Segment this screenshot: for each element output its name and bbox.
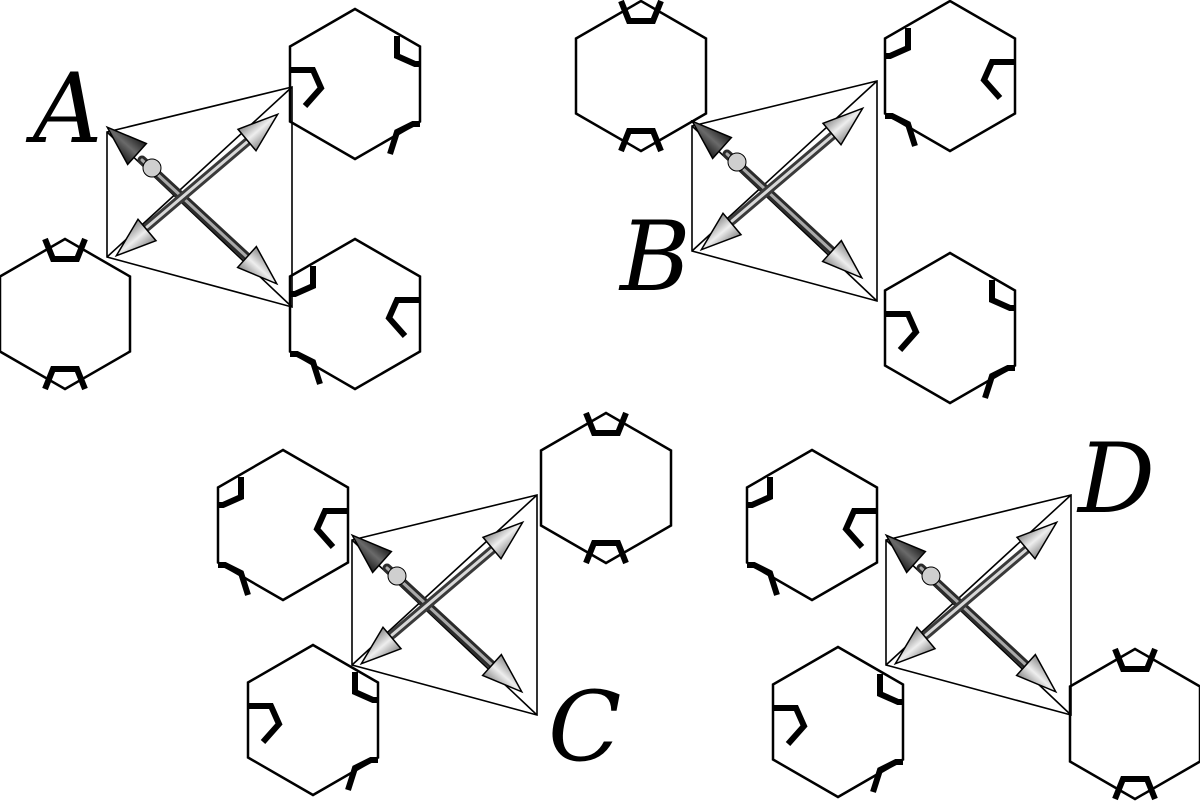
hexagon-ring-icon bbox=[885, 1, 1015, 151]
label-b: B bbox=[618, 201, 691, 313]
tetrahedron bbox=[683, 81, 877, 301]
hexagon-ring-icon bbox=[576, 1, 706, 151]
label-d: D bbox=[1076, 423, 1155, 535]
hexagon-ring-icon bbox=[290, 239, 420, 389]
hexagon-ring-icon bbox=[885, 253, 1015, 403]
group-b: B bbox=[576, 1, 1015, 403]
label-c: C bbox=[548, 671, 621, 783]
group-c: C bbox=[218, 413, 671, 795]
group-a: A bbox=[0, 9, 420, 389]
hexagon-ring-icon bbox=[0, 239, 130, 389]
hexagon-ring-icon bbox=[773, 647, 903, 797]
hexagon-ring-icon bbox=[541, 413, 671, 563]
hexagon-ring-icon bbox=[747, 450, 877, 600]
tetrahedron bbox=[877, 495, 1071, 715]
hexagon-ring-icon bbox=[218, 450, 348, 600]
hexagon-ring-icon bbox=[1070, 649, 1200, 799]
group-d: D bbox=[747, 423, 1200, 799]
label-a: A bbox=[25, 53, 102, 165]
hexagon-ring-icon bbox=[290, 9, 420, 159]
